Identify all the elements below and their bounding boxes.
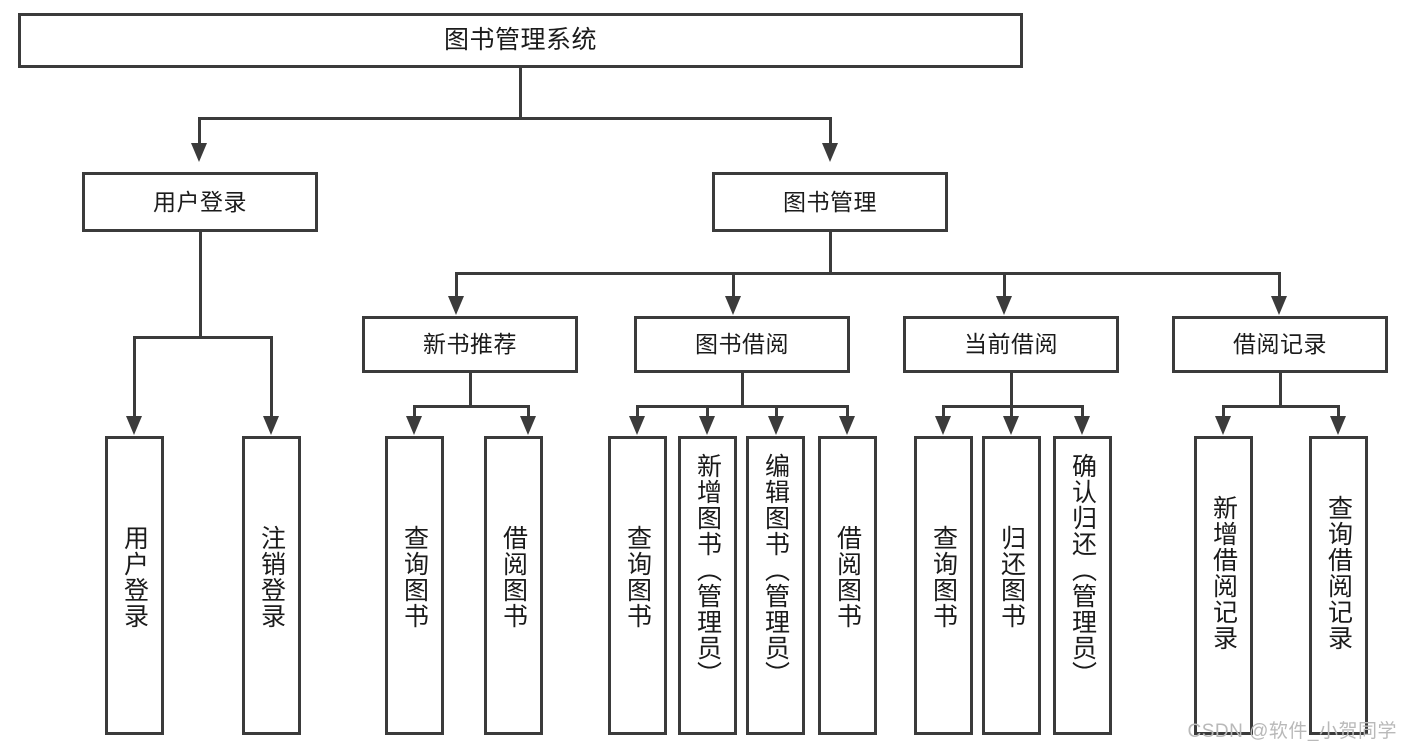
- node-user-login[interactable]: 用户登录: [82, 172, 318, 232]
- leaf-bb-borrow-book[interactable]: 借阅图书: [818, 436, 877, 735]
- connector-book-borrow-drop-2: [706, 405, 709, 417]
- arrowhead-cb-confirm-return: [1074, 416, 1090, 435]
- arrowhead-bb-query-book: [629, 416, 645, 435]
- arrowhead-book-borrow: [725, 296, 741, 315]
- arrowhead-leaf-user-login: [126, 416, 142, 435]
- watermark-text: CSDN @软件_小贺同学: [1187, 721, 1397, 742]
- arrowhead-leaf-logout: [263, 416, 279, 435]
- connector-root-drop-left: [198, 117, 201, 144]
- node-label: 图书管理: [783, 188, 877, 215]
- node-label: 图书借阅: [695, 331, 789, 358]
- node-label: 查询图书: [623, 525, 652, 629]
- connector-new-book-bar: [413, 405, 530, 408]
- arrowhead-br-add-record: [1215, 416, 1231, 435]
- connector-current-borrow-trunk: [1010, 373, 1013, 407]
- leaf-bb-add-book[interactable]: 新增图书（管理员）: [678, 436, 737, 735]
- connector-book-borrow-drop-1: [636, 405, 639, 417]
- node-label: 用户登录: [120, 525, 149, 629]
- connector-book-manage-bar: [455, 272, 1281, 275]
- leaf-cb-confirm-return[interactable]: 确认归还（管理员）: [1053, 436, 1112, 735]
- connector-user-login-drop-1: [133, 336, 136, 417]
- node-label: 借阅图书: [499, 525, 528, 629]
- connector-book-borrow-bar: [636, 405, 849, 408]
- leaf-nb-query-book[interactable]: 查询图书: [385, 436, 444, 735]
- arrowhead-borrow-record: [1271, 296, 1287, 315]
- connector-current-borrow-drop-3: [1081, 405, 1084, 417]
- connector-borrow-record-bar: [1222, 405, 1340, 408]
- node-label: 归还图书: [997, 525, 1026, 629]
- leaf-cb-return-book[interactable]: 归还图书: [982, 436, 1041, 735]
- node-label: 图书管理系统: [443, 26, 597, 55]
- arrowhead-cb-query-book: [935, 416, 951, 435]
- arrowhead-current-borrow: [996, 296, 1012, 315]
- arrowhead-book-manage: [822, 143, 838, 162]
- leaf-nb-borrow-book[interactable]: 借阅图书: [484, 436, 543, 735]
- connector-book-borrow-trunk: [741, 373, 744, 407]
- connector-root-trunk: [519, 68, 522, 118]
- arrowhead-br-query-record: [1330, 416, 1346, 435]
- connector-root-bar: [198, 117, 832, 120]
- connector-book-manage-drop-4: [1278, 272, 1281, 297]
- connector-book-manage-drop-2: [732, 272, 735, 297]
- connector-new-book-drop-1: [413, 405, 416, 417]
- arrowhead-new-book: [448, 296, 464, 315]
- node-label: 查询图书: [929, 525, 958, 629]
- arrowhead-nb-query-book: [406, 416, 422, 435]
- node-book-borrow[interactable]: 图书借阅: [634, 316, 850, 373]
- node-label: 新增图书（管理员）: [693, 453, 722, 687]
- connector-user-login-trunk: [199, 232, 202, 337]
- arrowhead-bb-edit-book: [768, 416, 784, 435]
- node-label: 借阅记录: [1233, 331, 1327, 358]
- node-label: 查询图书: [400, 525, 429, 629]
- leaf-bb-edit-book[interactable]: 编辑图书（管理员）: [746, 436, 805, 735]
- node-root-system[interactable]: 图书管理系统: [18, 13, 1023, 68]
- connector-book-manage-drop-3: [1003, 272, 1006, 297]
- connector-current-borrow-drop-1: [942, 405, 945, 417]
- node-label: 注销登录: [257, 525, 286, 629]
- arrowhead-cb-return-book: [1003, 416, 1019, 435]
- connector-new-book-drop-2: [527, 405, 530, 417]
- leaf-user-login[interactable]: 用户登录: [105, 436, 164, 735]
- arrowhead-bb-borrow-book: [839, 416, 855, 435]
- node-label: 确认归还（管理员）: [1068, 453, 1097, 687]
- node-book-management[interactable]: 图书管理: [712, 172, 948, 232]
- node-label: 查询借阅记录: [1324, 495, 1353, 651]
- connector-new-book-trunk: [469, 373, 472, 407]
- node-label: 借阅图书: [833, 525, 862, 629]
- connector-book-borrow-drop-4: [846, 405, 849, 417]
- connector-current-borrow-drop-2: [1010, 405, 1013, 417]
- node-label: 用户登录: [153, 188, 247, 215]
- leaf-logout[interactable]: 注销登录: [242, 436, 301, 735]
- arrowhead-nb-borrow-book: [520, 416, 536, 435]
- node-label: 编辑图书（管理员）: [761, 453, 790, 687]
- leaf-cb-query-book[interactable]: 查询图书: [914, 436, 973, 735]
- arrowhead-user-login: [191, 143, 207, 162]
- arrowhead-bb-add-book: [699, 416, 715, 435]
- connector-user-login-drop-2: [270, 336, 273, 417]
- node-current-borrow[interactable]: 当前借阅: [903, 316, 1119, 373]
- node-new-book-recommend[interactable]: 新书推荐: [362, 316, 578, 373]
- leaf-br-add-record[interactable]: 新增借阅记录: [1194, 436, 1253, 735]
- connector-borrow-record-drop-2: [1337, 405, 1340, 417]
- connector-root-drop-right: [829, 117, 832, 144]
- node-label: 新书推荐: [423, 331, 517, 358]
- leaf-br-query-record[interactable]: 查询借阅记录: [1309, 436, 1368, 735]
- leaf-bb-query-book[interactable]: 查询图书: [608, 436, 667, 735]
- connector-current-borrow-bar: [942, 405, 1084, 408]
- connector-user-login-bar: [133, 336, 273, 339]
- connector-book-manage-trunk: [829, 232, 832, 274]
- node-label: 当前借阅: [964, 331, 1058, 358]
- node-label: 新增借阅记录: [1209, 495, 1238, 651]
- connector-borrow-record-drop-1: [1222, 405, 1225, 417]
- connector-book-borrow-drop-3: [775, 405, 778, 417]
- node-borrow-record[interactable]: 借阅记录: [1172, 316, 1388, 373]
- connector-book-manage-drop-1: [455, 272, 458, 297]
- connector-borrow-record-trunk: [1279, 373, 1282, 407]
